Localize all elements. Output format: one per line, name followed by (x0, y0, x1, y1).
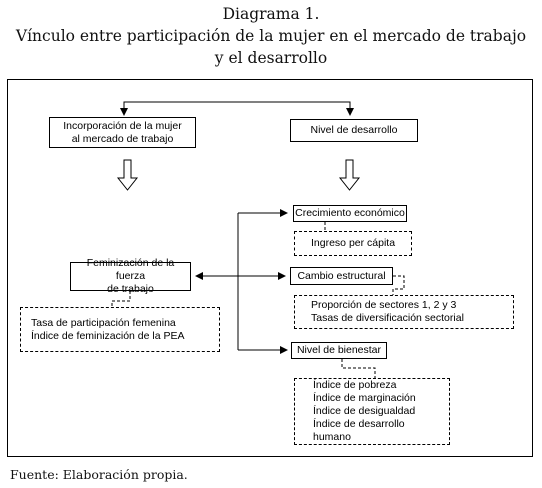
indicator-proporcion-sectores: Proporción de sectores 1, 2 y 3 (311, 299, 457, 311)
bienestar-box: Nivel de bienestar (291, 342, 387, 359)
indicator-dashed-links (111, 222, 405, 378)
indicator-indice-feminizacion: Índice de feminización de la PEA (31, 329, 185, 342)
indicator-tasa-participacion: Tasa de participación femenina (31, 316, 176, 329)
feminizacion-line-2: de trabajo (107, 283, 154, 295)
incorporacion-line-1: Incorporación de la mujer (63, 119, 182, 132)
source-note: Fuente: Elaboración propia. (10, 467, 188, 482)
hollow-down-arrow-left (116, 159, 139, 191)
diagram-title-line-2: Vínculo entre participación de la mujer … (15, 27, 527, 45)
nivel-desarrollo-label: Nivel de desarrollo (310, 124, 398, 136)
incorporacion-line-2: al mercado de trabajo (71, 132, 174, 145)
bienestar-indicators-box: Índice de pobreza Índice de marginación … (294, 378, 450, 445)
bienestar-label: Nivel de bienestar (296, 344, 382, 356)
cambio-indicators-box: Proporción de sectores 1, 2 y 3 Tasas de… (294, 295, 514, 329)
crecimiento-box: Crecimiento económico (293, 205, 407, 222)
indicator-tasas-diversificacion: Tasas de diversificación sectorial (311, 312, 464, 324)
diagram-title-line-3: y el desarrollo (214, 49, 328, 67)
indicator-ingreso-per-capita: Ingreso per cápita (311, 237, 396, 249)
indicator-marginacion: Índice de marginación (313, 392, 416, 404)
diagram-title-line-1: Diagrama 1. (222, 5, 320, 23)
cambio-estructural-label: Cambio estructural (297, 269, 386, 282)
indicator-desarrollo-humano: Índice de desarrollo humano (313, 418, 405, 443)
diagram-frame (7, 79, 533, 457)
top-bracket-connector (120, 101, 354, 116)
crecimiento-label: Crecimiento económico (295, 207, 405, 219)
feminizacion-indicators-box: Tasa de participación femenina Índice de… (20, 307, 220, 352)
indicator-desigualdad: Índice de desigualdad (313, 405, 416, 417)
cambio-estructural-box: Cambio estructural (290, 267, 393, 285)
crecimiento-indicators-box: Ingreso per cápita (294, 231, 412, 256)
feminizacion-line-1: Feminización de la fuerza (86, 257, 175, 282)
feminizacion-box: Feminización de la fuerza de trabajo (70, 257, 191, 295)
hollow-down-arrow-right (338, 159, 361, 191)
nivel-desarrollo-box: Nivel de desarrollo (290, 119, 418, 142)
indicator-pobreza: Índice de pobreza (313, 379, 397, 391)
dimension-spine (237, 209, 288, 354)
incorporacion-box: Incorporación de la mujer al mercado de … (49, 117, 196, 148)
